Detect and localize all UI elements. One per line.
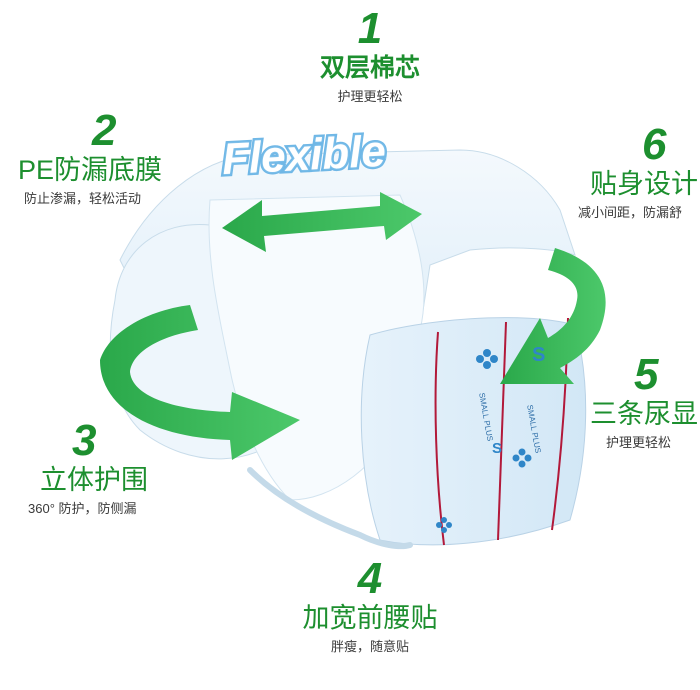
feature-1-number: 1: [357, 4, 383, 53]
feature-2-desc: 防止渗漏，轻松活动: [24, 191, 142, 206]
double-arrow-flexible: [222, 192, 422, 252]
diaper-leg-cuff: [247, 467, 413, 550]
flower-print-mark-3: [436, 517, 452, 533]
feature-1-title: 双层棉芯: [319, 54, 420, 82]
wetness-line-middle: [497, 321, 507, 541]
feature-2-title: PE防漏底膜: [18, 155, 163, 185]
feature-1-desc: 护理更轻松: [337, 89, 403, 104]
flower-print-mark-2: [512, 448, 532, 468]
feature-5: 5 三条尿显 护理更轻松: [590, 352, 700, 453]
feature-4-desc: 胖瘦，随意贴: [330, 639, 409, 654]
feature-6-number: 6: [642, 122, 667, 169]
feature-3-number: 3: [72, 416, 97, 465]
feature-4: 4 加宽前腰贴 胖瘦，随意贴: [280, 556, 460, 657]
curved-arrow-left: [100, 305, 300, 460]
size-letter-print: S: [532, 344, 546, 366]
feature-3-title: 立体护围: [40, 465, 148, 495]
feature-2: 2 PE防漏底膜 防止渗漏，轻松活动: [18, 108, 198, 209]
feature-3-desc: 360° 防护，防侧漏: [28, 501, 137, 516]
feature-4-number: 4: [357, 554, 383, 603]
curved-arrow-right: [500, 248, 606, 384]
feature-4-title: 加宽前腰贴: [302, 603, 438, 633]
size-letter-print-2: S: [492, 440, 503, 457]
feature-6-title: 贴身设计: [590, 169, 698, 199]
feature-5-title: 三条尿显: [590, 399, 698, 429]
flexible-badge: Flexible: [218, 124, 389, 187]
feature-5-desc: 护理更轻松: [606, 435, 672, 450]
feature-2-number: 2: [92, 106, 117, 155]
feature-5-number: 5: [634, 352, 659, 399]
flexible-badge-text: Flexible: [218, 124, 389, 187]
feature-1: 1 双层棉芯 护理更轻松: [300, 6, 440, 107]
feature-6-desc: 减小间距，防漏舒: [578, 205, 683, 220]
flower-print-mark: [476, 349, 498, 369]
feature-3: 3 立体护围 360° 防护，防侧漏: [28, 418, 188, 519]
feature-6: 6 贴身设计 减小间距，防漏舒: [578, 122, 700, 223]
